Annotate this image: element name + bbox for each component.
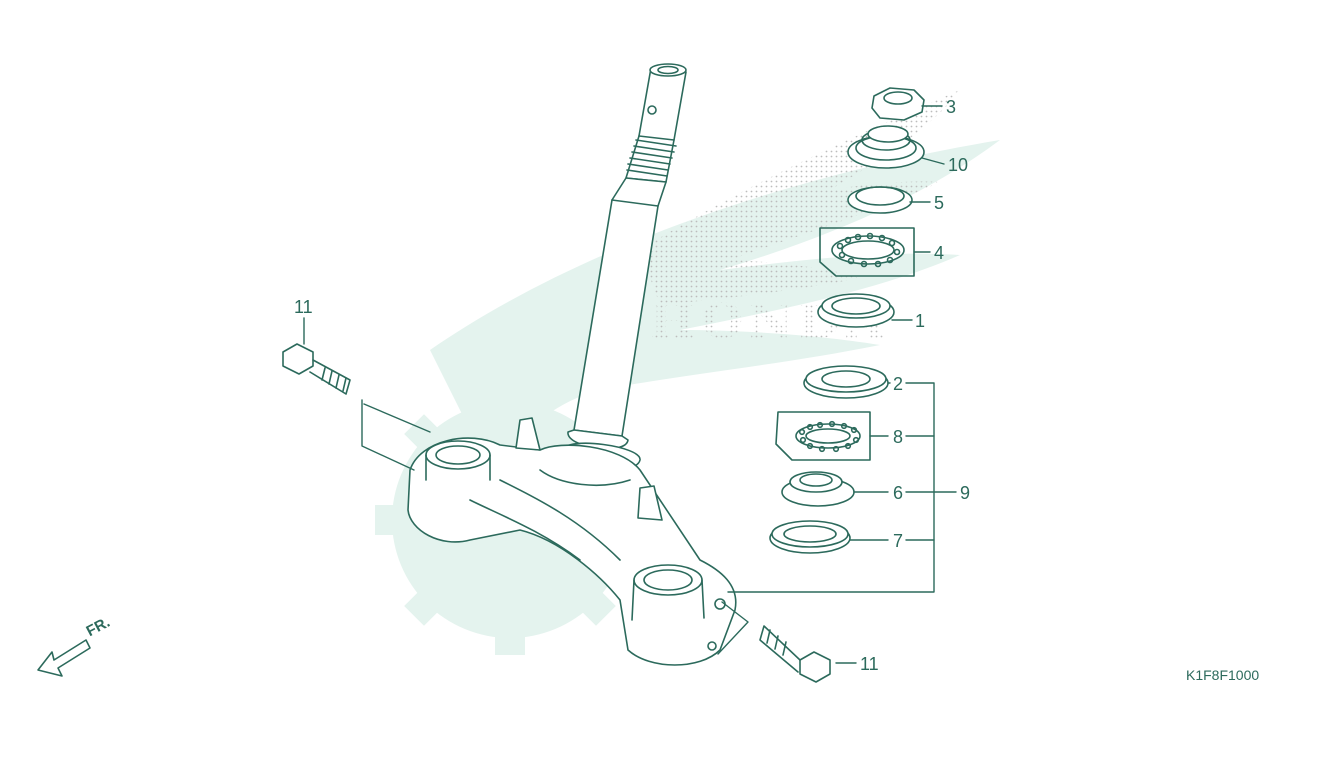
leader-lines — [303, 105, 957, 664]
callout-1: 1 — [915, 311, 926, 331]
diagram-code: K1F8F1000 — [1186, 667, 1260, 683]
callout-3: 3 — [946, 97, 957, 117]
part-1-race — [817, 293, 895, 328]
callout-10: 10 — [948, 155, 969, 175]
bolt-right — [759, 625, 831, 683]
callout-7: 7 — [893, 531, 904, 551]
callout-9: 9 — [960, 483, 971, 503]
part-2-race — [803, 365, 889, 399]
part-4-ball-retainer — [819, 227, 915, 277]
callout-11-left: 11 — [294, 297, 313, 317]
callout-6: 6 — [893, 483, 904, 503]
steering-stem — [562, 63, 687, 471]
part-3-nut — [871, 87, 925, 121]
callout-5: 5 — [934, 193, 945, 213]
wing-watermark-icon — [430, 140, 1000, 470]
front-direction-arrow-icon — [37, 639, 91, 677]
bottom-bridge — [407, 417, 737, 666]
callout-8: 8 — [893, 427, 904, 447]
callout-4: 4 — [934, 243, 945, 263]
part-6-cone-race — [781, 471, 855, 507]
callout-2: 2 — [893, 374, 904, 394]
part-8-ball-retainer — [775, 411, 871, 461]
part-10-adjust-nut — [847, 125, 925, 169]
part-7-dust-seal — [769, 520, 851, 554]
callout-11-right: 11 — [860, 654, 879, 674]
bolt-left — [282, 343, 351, 395]
part-5-cone-race — [847, 186, 913, 214]
